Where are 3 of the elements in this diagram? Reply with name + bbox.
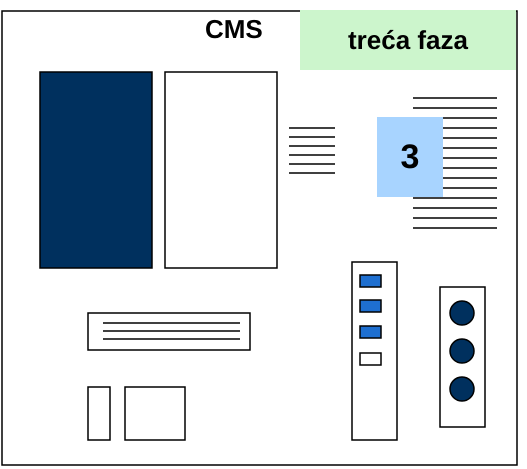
phase-label: treća faza — [300, 10, 516, 70]
step-number: 3 — [377, 117, 443, 197]
heading: CMS — [205, 14, 263, 44]
